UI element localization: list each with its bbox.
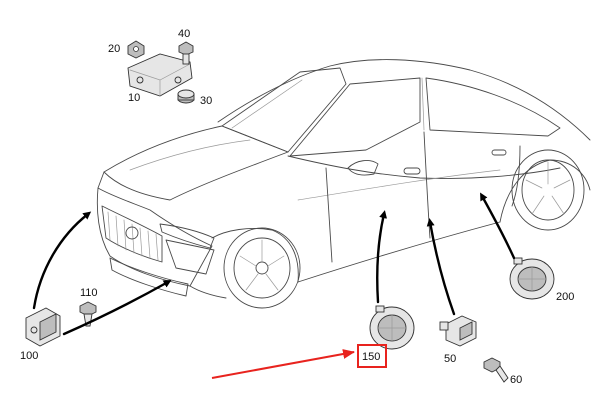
door-pressure-sensor-150: [369, 305, 415, 350]
callout-40: 40: [178, 28, 190, 40]
callout-100: 100: [20, 350, 38, 362]
pointer-150: [376, 210, 387, 304]
screw-60-part: [483, 357, 509, 383]
callout-60: 60: [510, 374, 522, 386]
callout-20: 20: [108, 43, 120, 55]
callout-10: 10: [128, 92, 140, 104]
bolt-part: [178, 41, 194, 65]
nut-part: [127, 40, 145, 59]
red-highlight-box: [357, 344, 387, 368]
rear-pressure-sensor-part: [509, 257, 555, 300]
pointer-200: [480, 192, 516, 260]
car-illustration: [96, 59, 591, 309]
location-pointers: [32, 192, 516, 336]
red-arrow: [211, 349, 355, 379]
callout-50: 50: [444, 353, 456, 365]
callout-200: 200: [556, 291, 574, 303]
callout-150: 150: [362, 351, 380, 363]
impact-sensor-part: [25, 307, 61, 347]
pointer-100-front-left: [32, 211, 92, 310]
highlight-marker: [211, 344, 387, 379]
pointer-50: [426, 218, 456, 316]
callout-110: 110: [80, 287, 98, 299]
callout-labels: 20 40 10 30 110 100 150 50 60 200: [20, 28, 574, 386]
grommet-part: [177, 89, 195, 104]
side-sensor-part: [439, 315, 477, 347]
control-unit-part: [127, 53, 193, 97]
pointer-100-front-right: [62, 280, 172, 336]
callout-30: 30: [200, 95, 212, 107]
